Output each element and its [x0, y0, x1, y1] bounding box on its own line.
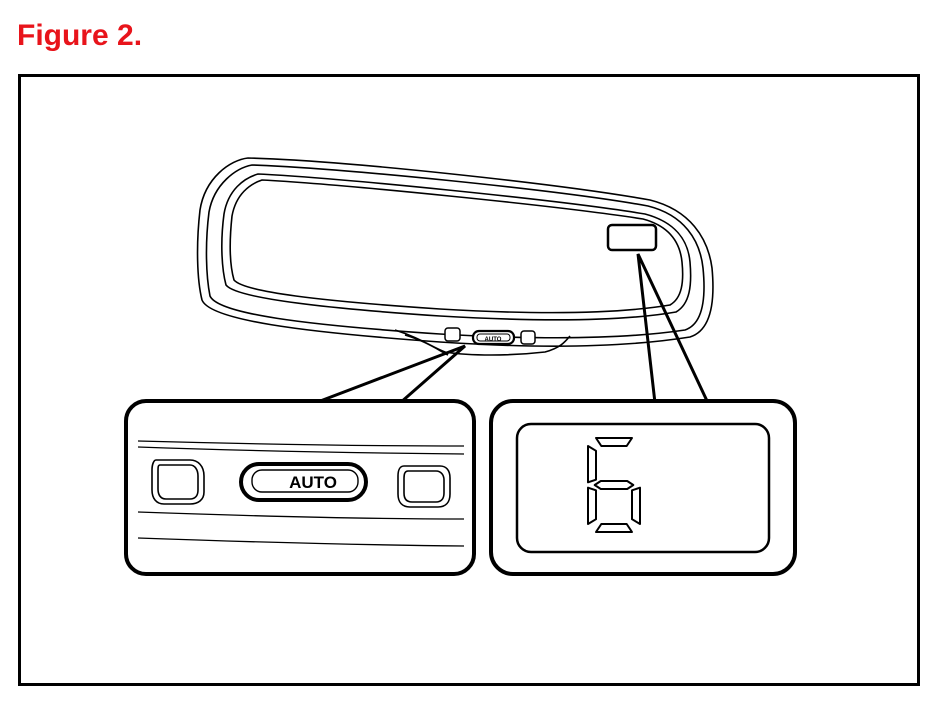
display-digit-value: 6: [0, 0, 1, 1]
digit-segment-c: [631, 486, 641, 525]
digit-segment-g: [593, 480, 635, 490]
mirror-housing: [196, 157, 714, 356]
digit-segment-a: [595, 437, 633, 447]
mirror-auto-label: AUTO: [485, 337, 502, 343]
figure-title: Figure 2.: [17, 19, 143, 52]
digit-segment-f: [587, 445, 597, 484]
display-window: [515, 422, 771, 554]
closeup-right-button: [397, 465, 451, 508]
closeup-left-button: [151, 459, 205, 505]
mirror-left-button: [444, 327, 461, 342]
closeup-auto-button: AUTO: [239, 462, 368, 502]
digit-segment-e: [587, 486, 597, 525]
callout-pointers: [314, 253, 710, 405]
callout-buttons-closeup: AUTO: [124, 399, 476, 576]
digit-segment-d: [595, 523, 633, 533]
mirror-buttons: AUTO: [444, 327, 536, 346]
figure-frame: [18, 74, 920, 686]
mirror-display-window: [606, 223, 658, 252]
mirror-right-button: [520, 330, 536, 345]
callout-display-closeup: 6: [0, 0, 797, 576]
closeup-auto-label: AUTO: [289, 473, 337, 492]
display-digit: [587, 437, 641, 533]
